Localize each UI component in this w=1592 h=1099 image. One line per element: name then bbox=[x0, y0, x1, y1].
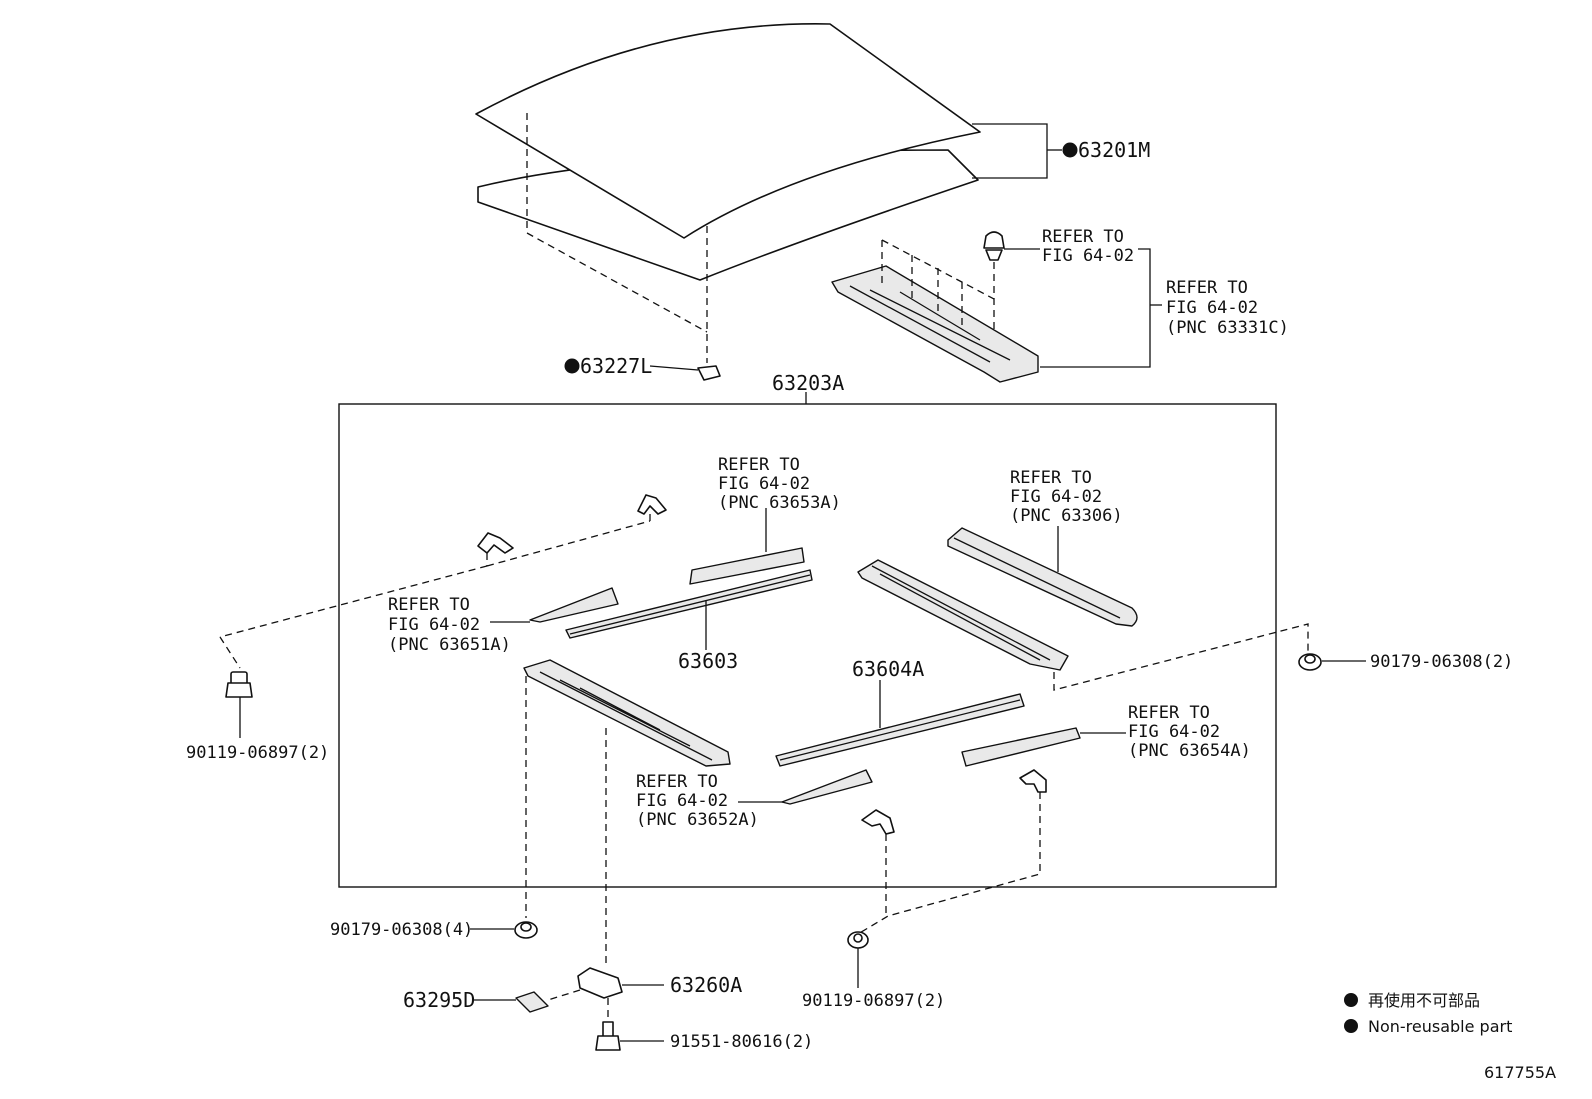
svg-text:REFER TO: REFER TO bbox=[1010, 468, 1092, 488]
bolt-left: 90119-06897(2) bbox=[186, 671, 329, 763]
roof-panel bbox=[475, 23, 981, 363]
non-reusable-dot-icon bbox=[1344, 993, 1358, 1007]
svg-text:FIG 64-02: FIG 64-02 bbox=[388, 615, 480, 635]
part-label-nut-bottom: 90179-06308(4) bbox=[330, 920, 473, 940]
part-label-63227l: 63227L bbox=[580, 354, 652, 378]
part-label-63201m: 63201M bbox=[1078, 138, 1150, 162]
svg-text:FIG 64-02: FIG 64-02 bbox=[1042, 246, 1134, 266]
part-label-bolt-bracket: 91551-80616(2) bbox=[670, 1032, 813, 1052]
rear-reinforcement-63306: REFER TO FIG 64-02 (PNC 63306) bbox=[947, 468, 1138, 627]
svg-text:REFER TO: REFER TO bbox=[1166, 278, 1248, 298]
diagram-id: 617755A bbox=[1484, 1063, 1556, 1082]
part-label-nut-right: 90179-06308(2) bbox=[1370, 652, 1513, 672]
svg-text:(PNC 63651A): (PNC 63651A) bbox=[388, 635, 511, 655]
svg-text:(PNC 63331C): (PNC 63331C) bbox=[1166, 318, 1289, 338]
bolt-bracket: 91551-80616(2) bbox=[595, 1021, 813, 1052]
legend-en: Non-reusable part bbox=[1368, 1017, 1512, 1036]
refer-clip-note: REFER TO FIG 64-02 bbox=[1042, 227, 1134, 266]
refer-header-note: REFER TO FIG 64-02 (PNC 63331C) bbox=[1040, 248, 1289, 368]
legend-jp: 再使用不可部品 bbox=[1368, 991, 1480, 1010]
svg-text:(PNC 63653A): (PNC 63653A) bbox=[718, 493, 841, 513]
nut-right-dash bbox=[1053, 623, 1309, 691]
nut-bottom: 90179-06308(4) bbox=[330, 920, 538, 940]
svg-text:FIG 64-02: FIG 64-02 bbox=[718, 474, 810, 494]
svg-text:REFER TO: REFER TO bbox=[718, 455, 800, 475]
clip-fastener bbox=[983, 231, 1040, 261]
svg-text:FIG 64-02: FIG 64-02 bbox=[1166, 298, 1258, 318]
svg-text:REFER TO: REFER TO bbox=[1128, 703, 1210, 723]
svg-text:REFER TO: REFER TO bbox=[388, 595, 470, 615]
part-label-63203a: 63203A bbox=[772, 371, 844, 395]
roof-header-panel bbox=[831, 239, 1039, 383]
svg-text:REFER TO: REFER TO bbox=[1042, 227, 1124, 247]
svg-text:(PNC 63306): (PNC 63306) bbox=[1010, 506, 1123, 526]
roof-patch: 63227L bbox=[564, 354, 721, 381]
svg-text:FIG 64-02: FIG 64-02 bbox=[1010, 487, 1102, 507]
part-label-63260a: 63260A bbox=[670, 973, 742, 997]
nut-right: 90179-06308(2) bbox=[1298, 652, 1513, 672]
patch-63654a: REFER TO FIG 64-02 (PNC 63654A) bbox=[961, 703, 1251, 767]
rear-roof-rail: 63604A bbox=[775, 657, 1025, 767]
side-reinforcement bbox=[523, 659, 731, 968]
patch-63651a: REFER TO FIG 64-02 (PNC 63651A) bbox=[388, 587, 619, 655]
roof-panel-callout: 63201M bbox=[972, 123, 1150, 179]
part-label-bolt-left: 90119-06897(2) bbox=[186, 743, 329, 763]
part-label-63295d: 63295D bbox=[403, 988, 475, 1012]
patch-63653a: REFER TO FIG 64-02 (PNC 63653A) bbox=[689, 455, 841, 585]
svg-text:(PNC 63654A): (PNC 63654A) bbox=[1128, 741, 1251, 761]
non-reusable-dot-icon bbox=[1344, 1019, 1358, 1033]
bolt-bottom: 90119-06897(2) bbox=[802, 931, 945, 1011]
reinforcement-group: 63203A bbox=[338, 371, 1277, 888]
non-reusable-dot-icon bbox=[1062, 142, 1078, 158]
legend: 再使用不可部品 Non-reusable part bbox=[1344, 991, 1512, 1036]
svg-text:REFER TO: REFER TO bbox=[636, 772, 718, 792]
part-label-63603: 63603 bbox=[678, 649, 738, 673]
part-label-bolt-bottom: 90119-06897(2) bbox=[802, 991, 945, 1011]
patch-63652a: REFER TO FIG 64-02 (PNC 63652A) bbox=[636, 769, 873, 830]
svg-text:FIG 64-02: FIG 64-02 bbox=[1128, 722, 1220, 742]
lower-brackets bbox=[857, 769, 1047, 935]
bracket-63260a: 63260A bbox=[547, 967, 742, 1022]
center-cross-member bbox=[857, 559, 1069, 671]
front-roof-rail: 63603 bbox=[565, 569, 813, 673]
svg-text:FIG 64-02: FIG 64-02 bbox=[636, 791, 728, 811]
svg-text:(PNC 63652A): (PNC 63652A) bbox=[636, 810, 759, 830]
patch-63295d: 63295D bbox=[403, 988, 549, 1013]
part-label-63604a: 63604A bbox=[852, 657, 924, 681]
non-reusable-dot-icon bbox=[564, 358, 580, 374]
upper-left-brackets bbox=[219, 494, 667, 669]
